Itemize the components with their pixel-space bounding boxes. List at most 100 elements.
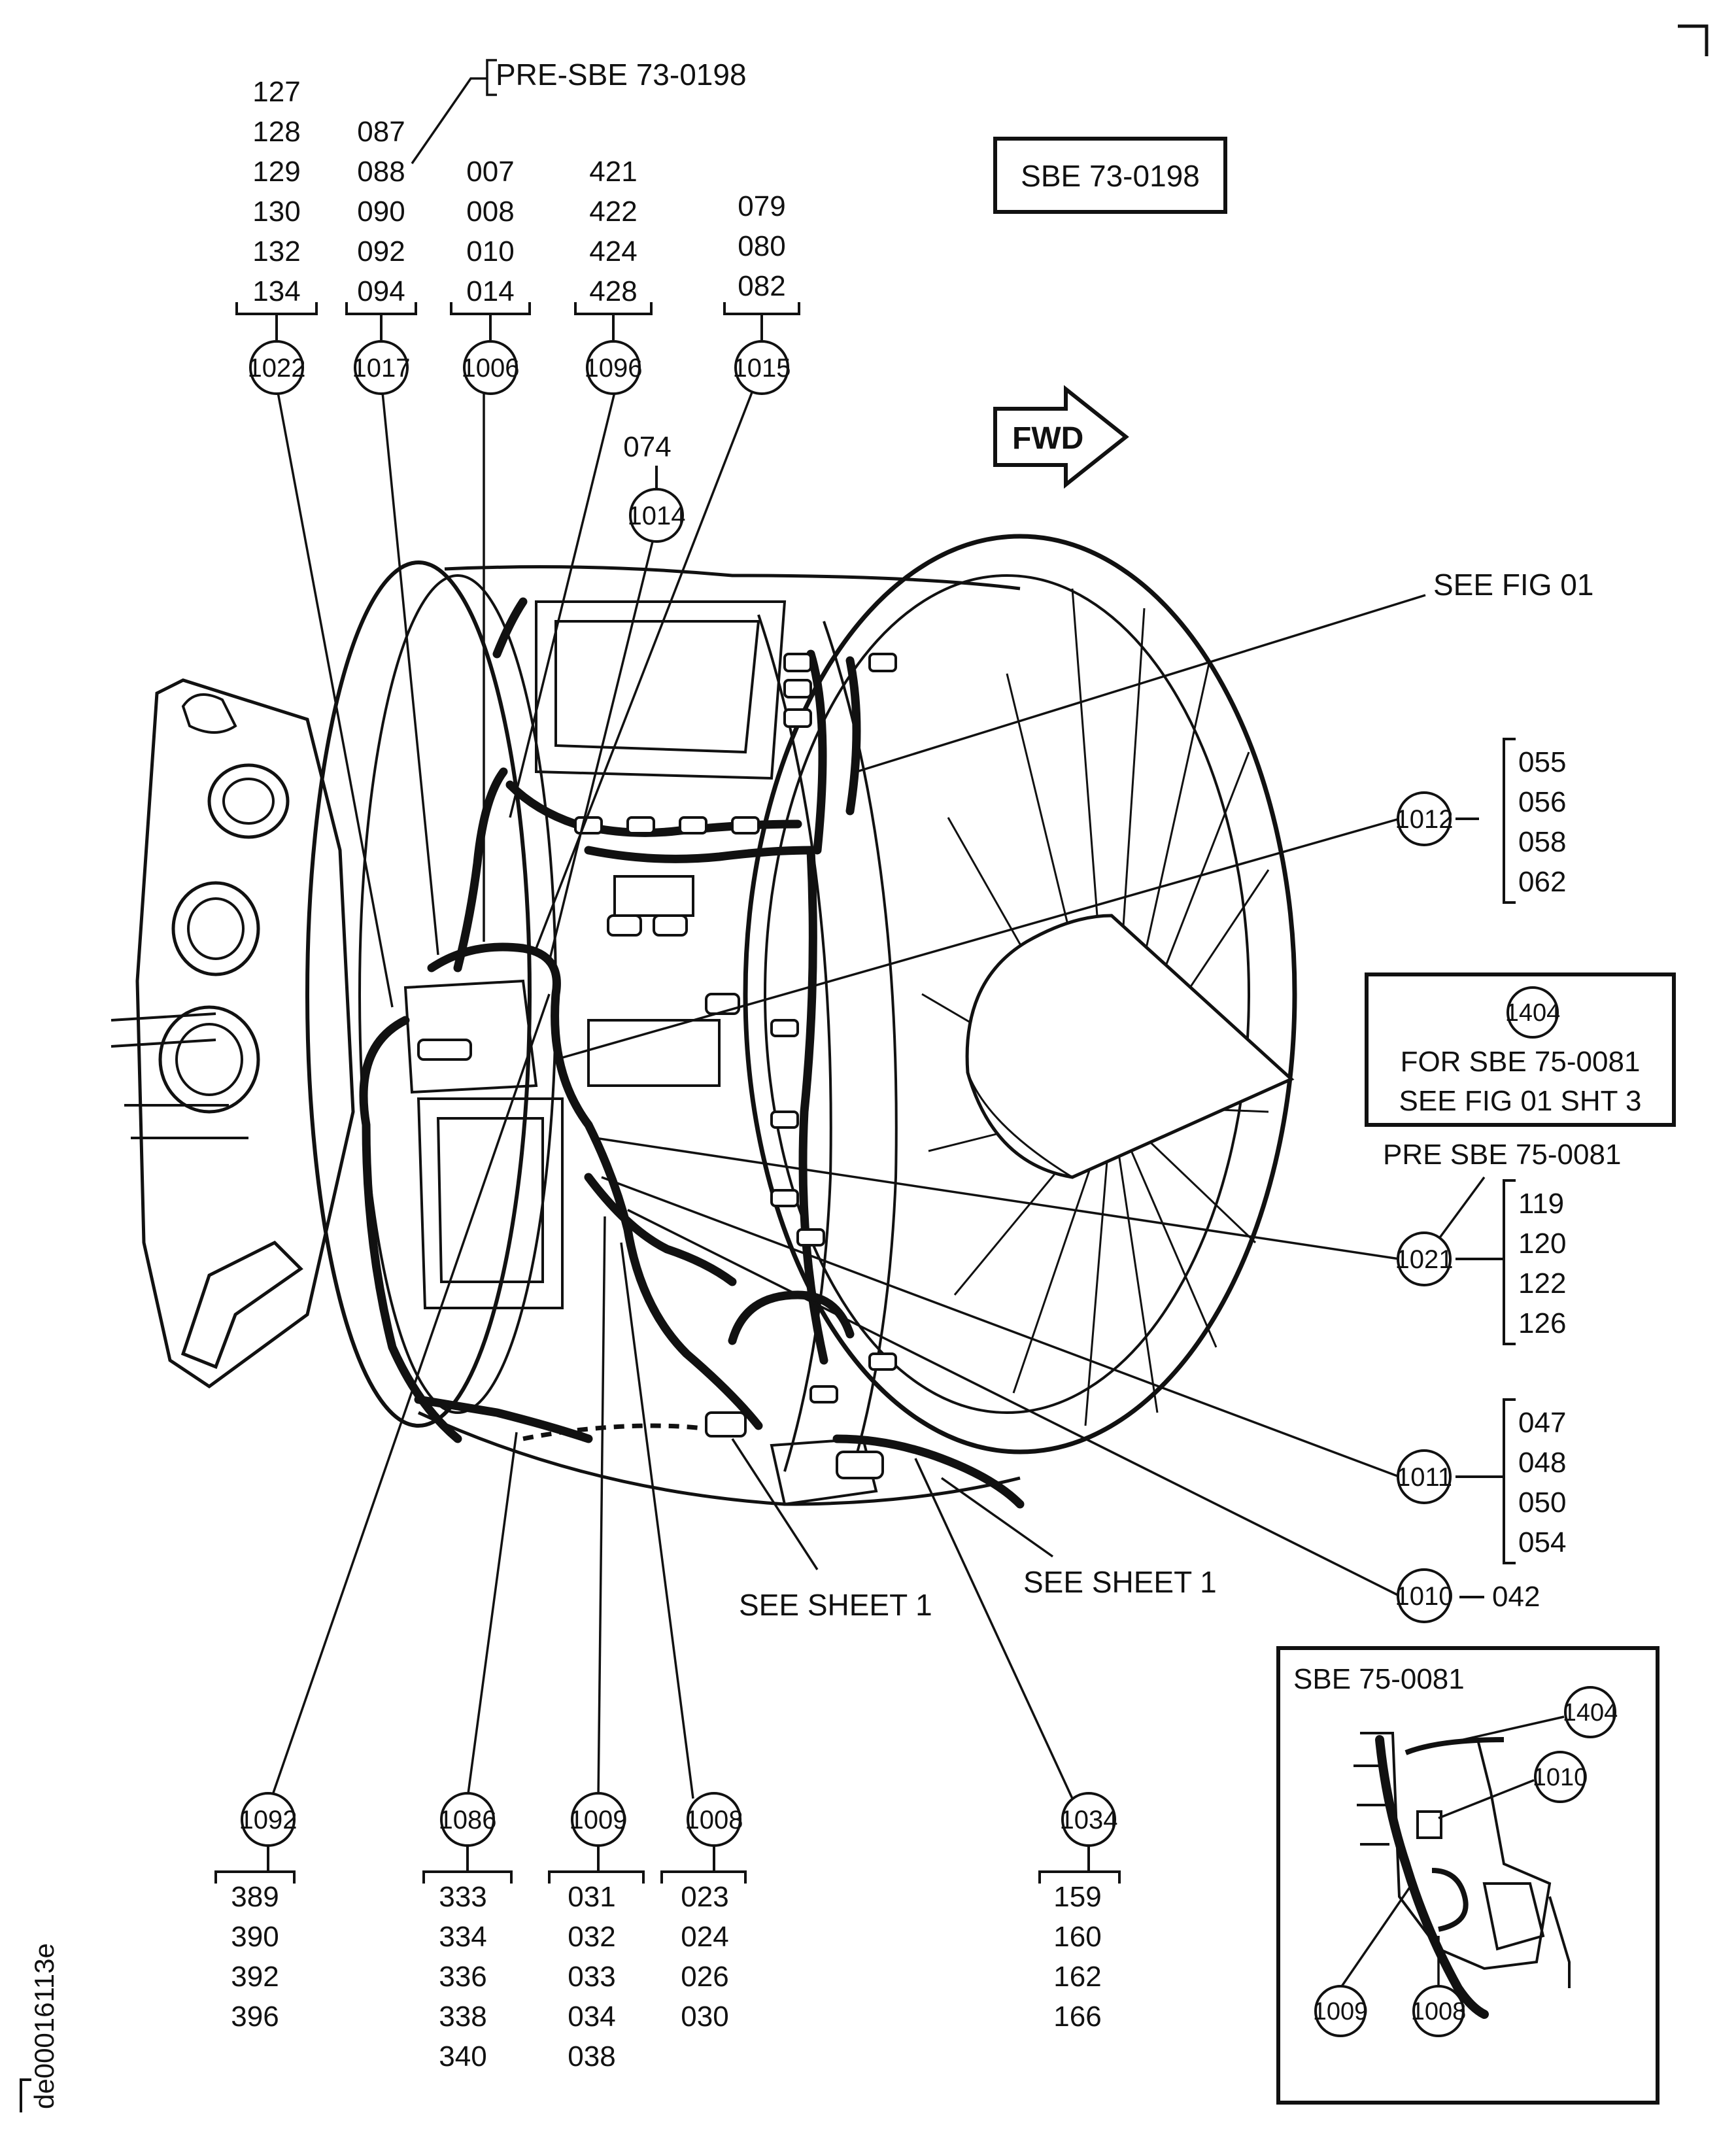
svg-text:de00016113e: de00016113e <box>29 1943 60 2109</box>
case-flange-mid <box>757 614 832 1472</box>
part-number: 094 <box>357 275 405 307</box>
part-number: 340 <box>439 2040 486 2073</box>
callout-number: 1017 <box>352 354 411 383</box>
callout-number: 1009 <box>570 1806 628 1834</box>
part-number: 087 <box>357 116 405 148</box>
callout-1096: 421 422 424 428 1096 <box>574 156 653 395</box>
svg-text:FOR SBE 75-0081: FOR SBE 75-0081 <box>1401 1046 1641 1078</box>
fwd-arrow: FWD <box>993 385 1129 489</box>
svg-text:SEE FIG 01 SHT 3: SEE FIG 01 SHT 3 <box>1399 1085 1642 1117</box>
part-number: 127 <box>252 76 300 108</box>
callout-number: 1034 <box>1060 1806 1118 1834</box>
callout-number: 1092 <box>239 1806 298 1834</box>
callout-circle <box>463 340 518 395</box>
callout-number: 1022 <box>248 354 306 383</box>
callout-circle <box>629 488 684 543</box>
part-number: 008 <box>466 196 514 228</box>
inset-title: SBE 75-0081 <box>1293 1663 1465 1695</box>
part-number: 042 <box>1492 1581 1540 1613</box>
callout-1006: 007 008 010 014 1006 <box>450 156 531 395</box>
callout-number: 1008 <box>685 1806 743 1834</box>
part-number: 424 <box>589 235 637 267</box>
callout-number: 1012 <box>1395 805 1454 834</box>
part-number: 010 <box>466 235 514 267</box>
inset-sbe-75-0081: SBE 75-0081 1404 1010 1009 1008 <box>1276 1646 1659 2105</box>
callout-number: 1010 <box>1533 1764 1588 1791</box>
callout-circle <box>1397 791 1452 846</box>
callout-1011: 1011 047 048 050 054 <box>1396 1398 1566 1564</box>
callout-number: 1021 <box>1395 1245 1454 1274</box>
case-flange-rear <box>305 560 532 1428</box>
part-number: 134 <box>252 275 300 307</box>
pre-sbe-73-label: PRE-SBE 73-0198 <box>496 58 747 92</box>
callout-number: 1015 <box>733 354 791 383</box>
callout-number: 1010 <box>1395 1582 1454 1611</box>
part-number: 160 <box>1053 1921 1101 1953</box>
sbe-75-note-box: 1404 FOR SBE 75-0081 SEE FIG 01 SHT 3 <box>1365 972 1676 1127</box>
leader-lines <box>270 59 1486 1799</box>
fan-inlet-rim <box>743 534 1297 1454</box>
accessory-gearbox <box>135 678 355 1389</box>
part-number: 074 <box>623 431 671 463</box>
callout-1010: 1010 042 <box>1395 1568 1540 1623</box>
part-number: 126 <box>1518 1307 1566 1339</box>
sbe-73-box: SBE 73-0198 <box>993 137 1227 214</box>
part-number: 056 <box>1518 786 1566 818</box>
callout-number: 1096 <box>585 354 643 383</box>
part-number: 038 <box>568 2040 615 2073</box>
part-number: 054 <box>1518 1526 1566 1558</box>
part-number: 030 <box>681 2001 728 2033</box>
callout-1022: 127 128 129 130 132 134 1022 <box>235 76 318 395</box>
part-number: 023 <box>681 1881 728 1913</box>
callout-number: 1008 <box>1411 1998 1467 2025</box>
callout-circle <box>1397 1231 1452 1286</box>
part-number: 082 <box>738 270 785 302</box>
part-number: 389 <box>231 1881 279 1913</box>
part-number: 159 <box>1053 1881 1101 1913</box>
callout-1092: 1092 389 390 392 396 <box>214 1792 298 2033</box>
part-number: 421 <box>589 156 637 188</box>
callout-1015: 079 080 082 1015 <box>723 190 800 395</box>
part-number: 050 <box>1518 1487 1566 1519</box>
part-number: 058 <box>1518 826 1566 858</box>
part-number: 338 <box>439 2001 486 2033</box>
callout-circle <box>1534 1751 1586 1803</box>
part-number: 024 <box>681 1921 728 1953</box>
see-fig-01-label: SEE FIG 01 <box>1433 568 1593 602</box>
part-number: 031 <box>568 1881 615 1913</box>
part-number: 334 <box>439 1921 486 1953</box>
part-number: 062 <box>1518 866 1566 898</box>
part-number: 129 <box>252 156 300 188</box>
callout-1017: 087 088 090 092 094 1017 <box>345 116 417 395</box>
part-number: 047 <box>1518 1407 1566 1439</box>
spinner-cone <box>965 914 1295 1179</box>
part-number: 333 <box>439 1881 486 1913</box>
part-number: 090 <box>357 196 405 228</box>
part-number: 128 <box>252 116 300 148</box>
callout-number: 1009 <box>1313 1998 1369 2025</box>
callout-number: 1006 <box>462 354 520 383</box>
part-number: 120 <box>1518 1228 1566 1260</box>
callout-number: 1014 <box>628 502 686 530</box>
callout-circle <box>1506 986 1559 1039</box>
svg-text:SBE 73-0198: SBE 73-0198 <box>1021 159 1200 193</box>
figure-id: de00016113e <box>20 1943 60 2112</box>
part-number: 079 <box>738 190 785 222</box>
callout-number: 1011 <box>1396 1463 1452 1492</box>
see-sheet-1-label: SEE SHEET 1 <box>1023 1565 1217 1599</box>
callout-1034: 1034 159 160 162 166 <box>1038 1792 1121 2033</box>
part-number: 166 <box>1053 2001 1101 2033</box>
callout-circle <box>586 340 641 395</box>
part-number: 130 <box>252 196 300 228</box>
part-number: 032 <box>568 1921 615 1953</box>
lower-panel <box>417 1097 564 1309</box>
part-number: 034 <box>568 2001 615 2033</box>
part-number: 119 <box>1518 1188 1564 1220</box>
part-number: 026 <box>681 1961 728 1993</box>
callout-number: 1404 <box>1563 1699 1618 1727</box>
part-number: 092 <box>357 235 405 267</box>
callout-circle <box>1314 1985 1367 2037</box>
callout-1009: 1009 031 032 033 034 038 <box>548 1792 645 2073</box>
part-number: 007 <box>466 156 514 188</box>
part-number: 396 <box>231 2001 279 2033</box>
